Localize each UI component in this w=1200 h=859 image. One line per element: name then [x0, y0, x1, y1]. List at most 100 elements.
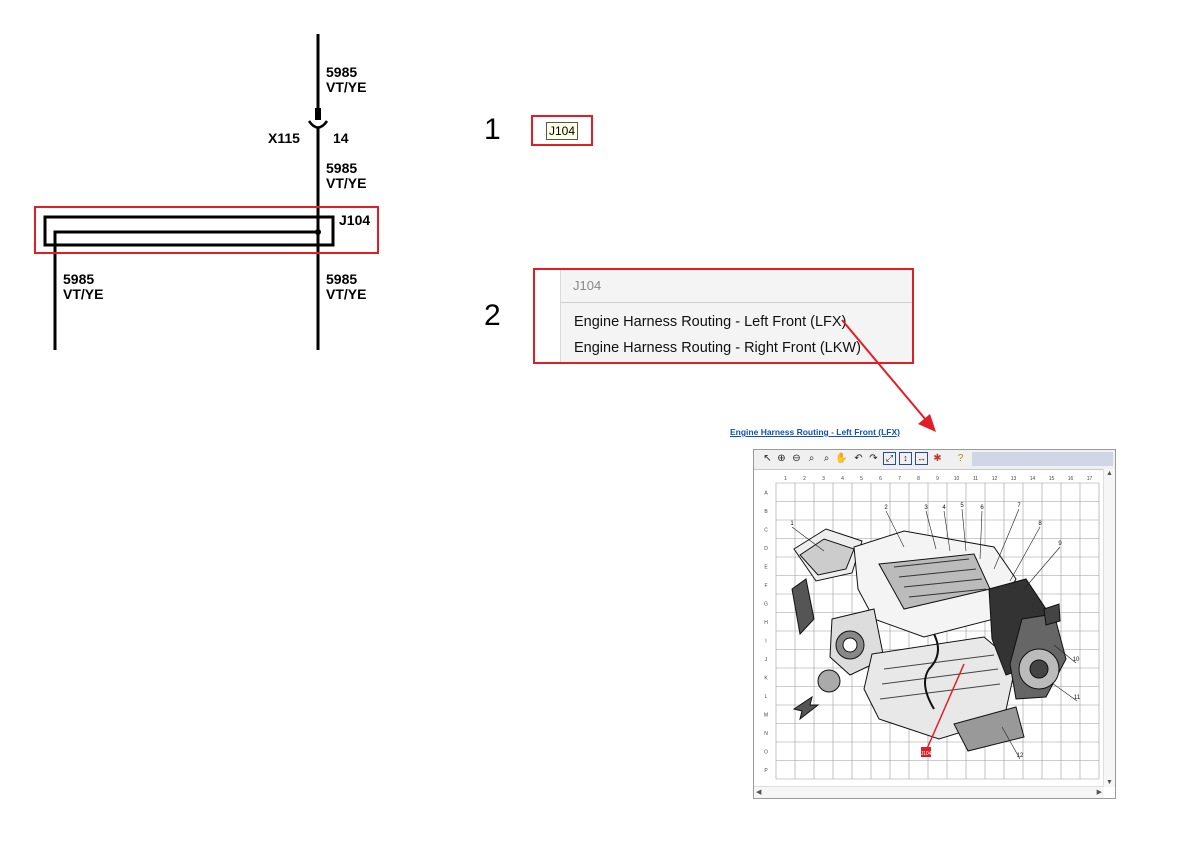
column-label: 4 — [841, 476, 844, 482]
menu-item-right-front-lkw[interactable]: Engine Harness Routing - Right Front (LK… — [574, 340, 861, 356]
mid-wire-number: 5985 — [326, 160, 357, 176]
fit-width-icon[interactable]: ↔ — [915, 452, 928, 465]
callout-leader — [943, 510, 951, 552]
row-label: I — [765, 638, 766, 644]
zoom-area-icon[interactable]: ⌕ — [823, 453, 830, 464]
fit-height-icon[interactable]: ↕ — [899, 452, 912, 465]
callout-number: 3 — [924, 505, 928, 511]
column-label: 11 — [973, 476, 978, 482]
row-label: O — [764, 749, 768, 755]
column-label: 17 — [1087, 476, 1093, 482]
column-label: 8 — [917, 476, 920, 482]
column-label: 14 — [1030, 476, 1036, 482]
highlight-icon[interactable]: ✱ — [933, 453, 942, 464]
row-label: L — [765, 694, 768, 700]
step-1-number: 1 — [484, 113, 501, 146]
column-label: 6 — [879, 476, 882, 482]
row-label: K — [764, 675, 768, 681]
callout-number: 1 — [790, 521, 794, 527]
connector-pin-male — [315, 108, 321, 120]
horizontal-scrollbar[interactable]: ◀ ▶ — [754, 786, 1104, 798]
top-wire-number: 5985 — [326, 64, 357, 80]
callout-number: 8 — [1038, 521, 1042, 527]
row-label: F — [764, 583, 767, 589]
callout-leader — [1001, 726, 1021, 760]
marker-leader — [925, 663, 965, 752]
callout-leader — [979, 510, 983, 560]
viewer-title-link[interactable]: Engine Harness Routing - Left Front (LFX… — [730, 427, 900, 437]
row-label: A — [764, 490, 768, 496]
row-label: N — [764, 731, 768, 737]
wiring-schematic: 5985 VT/YE X115 14 5985 VT/YE J104 5985 … — [34, 34, 379, 350]
connector-pin-female — [307, 120, 329, 129]
scroll-right-icon[interactable]: ▶ — [1096, 789, 1102, 796]
row-label: G — [764, 601, 768, 607]
column-label: 13 — [1011, 476, 1017, 482]
callout-number: 7 — [1017, 503, 1021, 509]
scroll-down-icon[interactable]: ▼ — [1106, 779, 1113, 786]
help-icon[interactable]: ? — [957, 453, 964, 464]
right-wire-color: VT/YE — [326, 286, 366, 302]
column-label: 5 — [860, 476, 863, 482]
row-label: J — [765, 657, 768, 663]
scroll-left-icon[interactable]: ◀ — [756, 789, 762, 796]
fit-all-icon[interactable]: ⤢ — [883, 452, 896, 465]
column-label: 1 — [784, 476, 787, 482]
splice-label: J104 — [339, 212, 370, 228]
column-label: 15 — [1049, 476, 1055, 482]
rotate-right-icon[interactable]: ↷ — [869, 453, 878, 464]
splice-marker-label: J104 — [921, 751, 932, 757]
right-wire-number: 5985 — [326, 271, 357, 287]
select-icon[interactable]: ↖ — [763, 453, 772, 464]
connector-name: X115 — [268, 130, 300, 146]
top-wire-color: VT/YE — [326, 79, 366, 95]
column-label: 16 — [1068, 476, 1074, 482]
column-label: 2 — [803, 476, 806, 482]
row-label: C — [764, 527, 768, 533]
splice-highlight — [34, 206, 379, 254]
callout-number: 5 — [960, 503, 964, 509]
callout-number: 10 — [1073, 657, 1080, 663]
zoom-window-icon[interactable]: ⌕ — [808, 453, 815, 464]
left-wire-color: VT/YE — [63, 286, 103, 302]
column-label: 9 — [936, 476, 939, 482]
column-label: 7 — [898, 476, 901, 482]
row-label: P — [764, 768, 768, 774]
callout-number: 11 — [1074, 695, 1081, 701]
callout-leader — [1053, 644, 1077, 664]
step-1-callout: J104 — [531, 115, 593, 146]
callout-number: 6 — [980, 505, 984, 511]
context-menu: J104 Engine Harness Routing - Left Front… — [560, 270, 912, 362]
row-label: H — [764, 620, 768, 626]
menu-item-left-front-lfx[interactable]: Engine Harness Routing - Left Front (LFX… — [574, 314, 847, 330]
column-label: 3 — [822, 476, 825, 482]
vertical-scrollbar[interactable]: ▲ ▼ — [1103, 469, 1115, 787]
context-menu-callout: J104 Engine Harness Routing - Left Front… — [533, 268, 914, 364]
callout-number: 9 — [1058, 541, 1062, 547]
left-wire-number: 5985 — [63, 271, 94, 287]
left-branch-wire — [53, 230, 318, 350]
pan-icon[interactable]: ✋ — [835, 453, 848, 464]
callout-leader — [1023, 546, 1061, 590]
callout-leader — [1009, 526, 1041, 582]
toolbar-spacer — [972, 452, 1113, 466]
zoom-out-icon[interactable]: ⊖ — [792, 453, 801, 464]
callout-leader — [885, 510, 905, 548]
engine-illustration — [791, 528, 1067, 752]
scroll-up-icon[interactable]: ▲ — [1106, 470, 1113, 477]
row-label: D — [764, 546, 768, 552]
connector-pin: 14 — [333, 130, 349, 146]
column-label: 10 — [954, 476, 960, 482]
callout-leader — [1051, 682, 1078, 702]
context-menu-header: J104 — [573, 278, 602, 293]
splice-location-marker[interactable] — [921, 747, 931, 757]
rotate-left-icon[interactable]: ↶ — [854, 453, 863, 464]
zoom-in-icon[interactable]: ⊕ — [777, 453, 786, 464]
splice-tag-j104[interactable]: J104 — [546, 122, 579, 140]
callout-number: 4 — [942, 505, 946, 511]
callout-leader — [961, 508, 967, 552]
menu-separator — [561, 302, 912, 303]
